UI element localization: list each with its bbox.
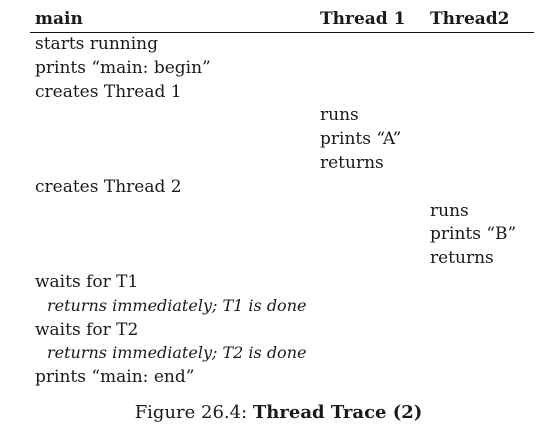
header-rule	[30, 32, 534, 33]
table-row: prints “A”	[0, 127, 557, 151]
header-thread1: Thread 1	[320, 9, 406, 29]
table-row: waits for T2	[0, 318, 557, 342]
cell-main: prints “main: end”	[35, 367, 195, 388]
cell-thread2: prints “B”	[430, 224, 517, 245]
table-row: returns immediately; T2 is done	[0, 341, 557, 365]
cell-main: returns immediately; T1 is done	[47, 295, 307, 315]
cell-main: waits for T1	[35, 272, 139, 292]
table-row: prints “B”	[0, 222, 557, 246]
table-row: runs	[0, 103, 557, 127]
figure-caption: Figure 26.4: Thread Trace (2)	[0, 398, 557, 428]
table-row: waits for T1	[0, 270, 557, 294]
header-main: main	[35, 9, 83, 29]
table-row: returns immediately; T1 is done	[0, 294, 557, 318]
cell-thread2: runs	[430, 200, 469, 221]
table-header: main Thread 1 Thread2	[0, 6, 557, 32]
table-row: starts running	[0, 32, 557, 56]
cell-main: waits for T2	[35, 319, 139, 340]
table-row: creates Thread 2	[0, 175, 557, 199]
table-row: prints “main: begin”	[0, 56, 557, 80]
table-row: prints “main: end”	[0, 365, 557, 389]
table-row: creates Thread 1	[0, 80, 557, 104]
table-row: runs	[0, 199, 557, 223]
cell-thread1: prints “A”	[320, 129, 402, 150]
header-thread2: Thread2	[430, 9, 510, 29]
cell-main: creates Thread 1	[35, 81, 182, 102]
cell-main: returns immediately; T2 is done	[47, 343, 307, 363]
cell-thread1: runs	[320, 105, 359, 126]
cell-thread1: returns	[320, 153, 384, 173]
cell-main: prints “main: begin”	[35, 57, 211, 78]
table-row: returns	[0, 151, 557, 175]
cell-main: creates Thread 2	[35, 176, 182, 197]
table-row: returns	[0, 246, 557, 270]
cell-main: starts running	[35, 34, 159, 54]
caption-title: Thread Trace (2)	[252, 402, 423, 423]
caption-prefix: Figure 26.4:	[134, 402, 253, 423]
cell-thread2: returns	[430, 248, 494, 269]
